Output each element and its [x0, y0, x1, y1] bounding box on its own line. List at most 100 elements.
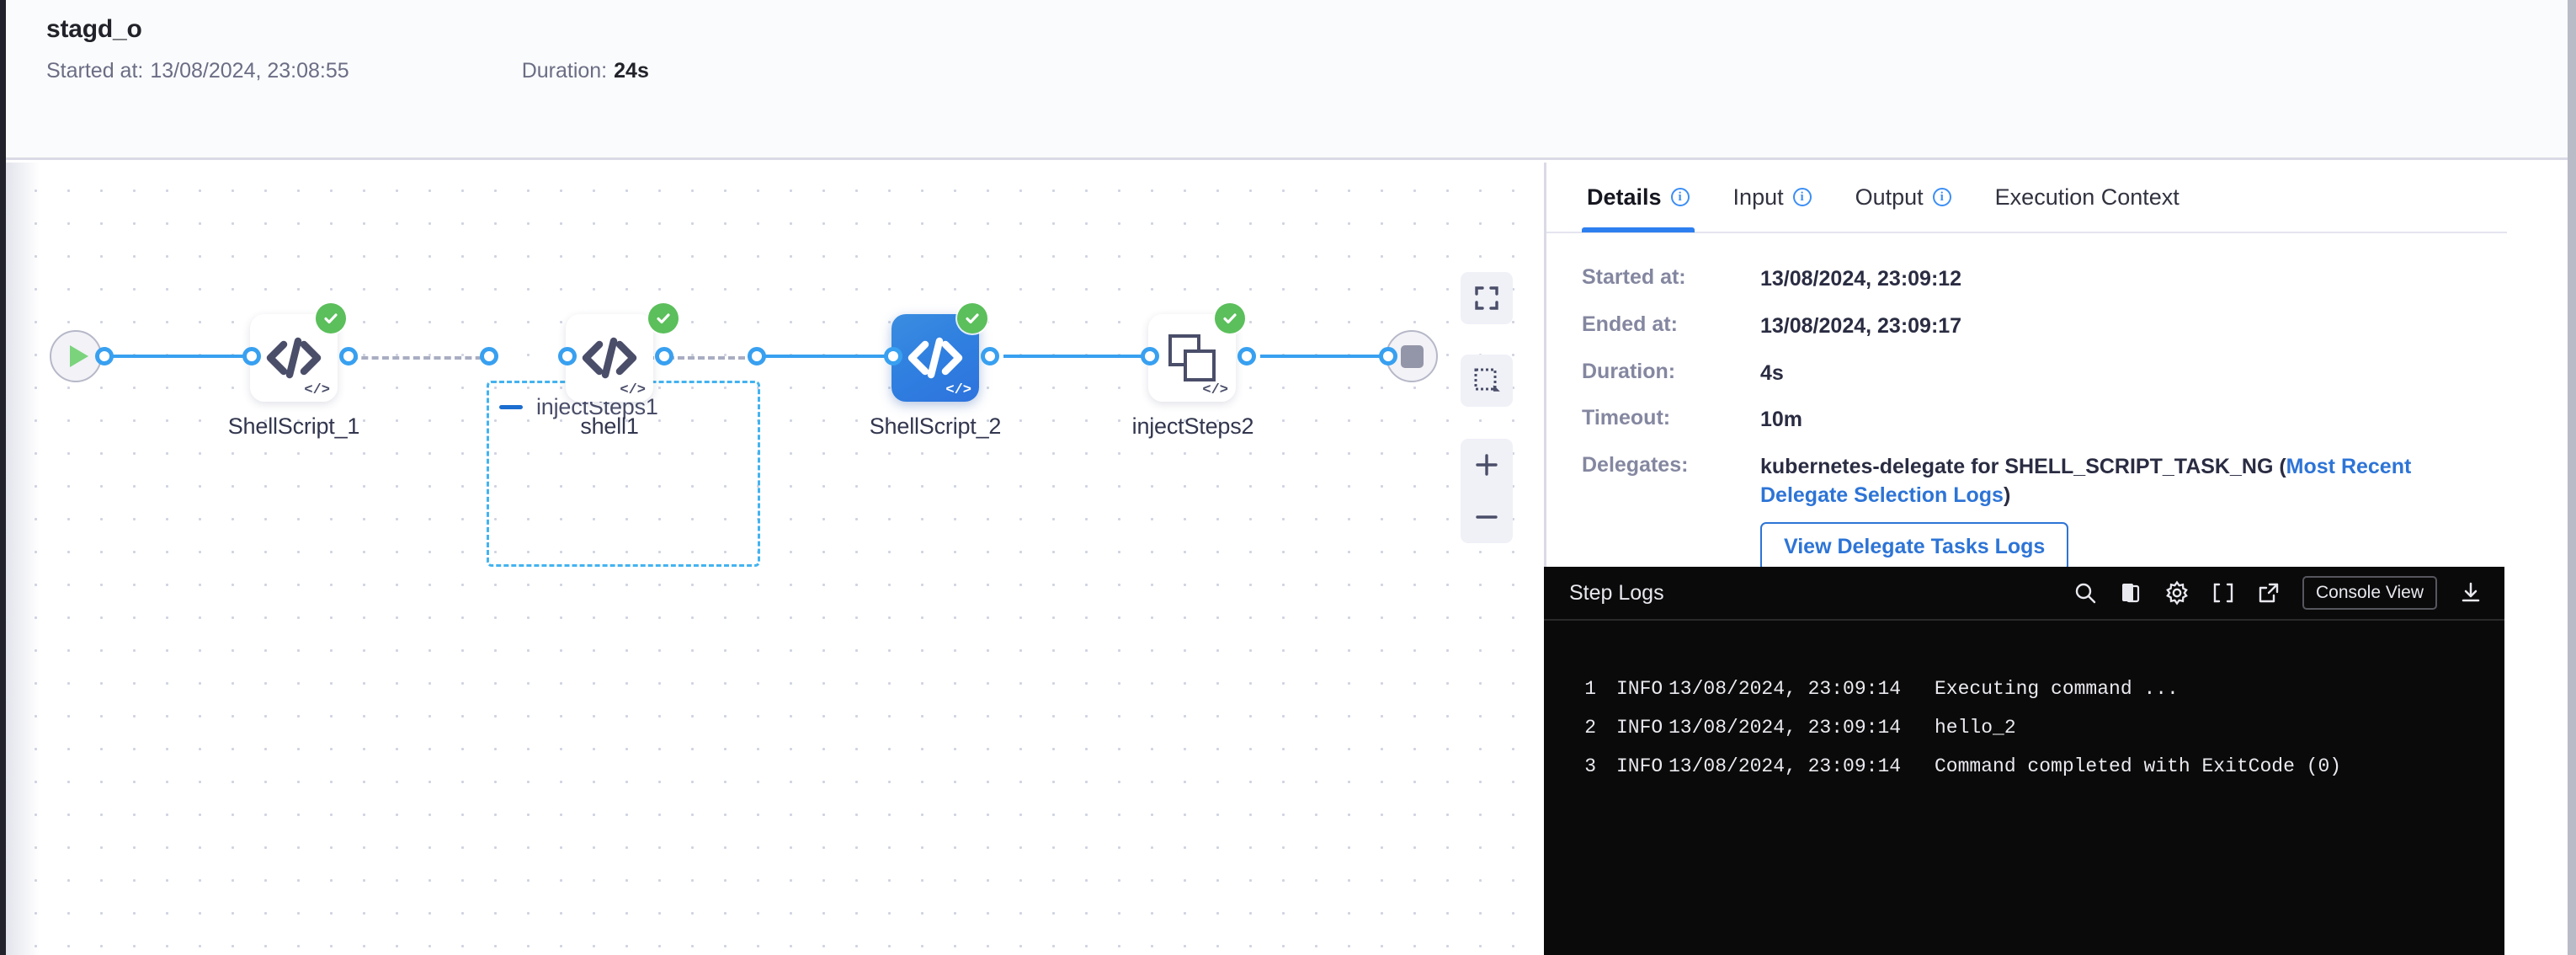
log-line-number: 1 [1567, 670, 1596, 708]
copy-icon[interactable] [2119, 581, 2142, 605]
detail-value: 13/08/2024, 23:09:12 [1760, 265, 1961, 294]
detail-value: 10m [1760, 406, 1802, 435]
check-icon [1221, 309, 1239, 328]
page-title: stagd_o [46, 15, 142, 44]
check-icon [654, 309, 673, 328]
detail-label: Timeout: [1582, 406, 1760, 435]
log-level: INFO [1596, 670, 1669, 708]
tab-execution-context-label: Execution Context [1995, 184, 2179, 211]
detail-value: 4s [1760, 360, 1784, 388]
log-output[interactable]: 1 INFO 13/08/2024, 23:09:14 Executing co… [1544, 621, 2504, 786]
external-link-icon[interactable] [2257, 581, 2281, 605]
port-end-in[interactable] [1379, 347, 1397, 365]
check-icon [322, 309, 340, 328]
log-timestamp: 13/08/2024, 23:09:14 [1669, 670, 1935, 708]
edge-shellscript2-to-injectsteps2 [1003, 355, 1148, 358]
plus-icon [1473, 451, 1500, 478]
info-icon[interactable]: i [1933, 188, 1951, 206]
canvas-left-shadow [6, 163, 40, 955]
log-timestamp: 13/08/2024, 23:09:14 [1669, 708, 1935, 747]
status-badge-injectsteps2 [1215, 303, 1245, 333]
header-meta: Started at: 13/08/2024, 23:08:55 Duratio… [46, 59, 649, 83]
stop-icon [1401, 345, 1424, 368]
detail-row-started-at: Started at: 13/08/2024, 23:09:12 [1582, 265, 2472, 294]
fullscreen-icon[interactable] [2211, 581, 2235, 605]
selection-box-button[interactable] [1461, 355, 1513, 407]
delegates-text-suffix: ) [2004, 483, 2010, 507]
zoom-in-button[interactable] [1461, 439, 1513, 491]
edge-start-to-shellscript1 [105, 355, 251, 358]
fit-screen-icon [1474, 285, 1499, 311]
detail-label: Ended at: [1582, 312, 1760, 341]
port-shell1-in[interactable] [558, 347, 577, 365]
execution-header: stagd_o Started at: 13/08/2024, 23:08:55… [6, 0, 2568, 160]
port-shellscript2-in[interactable] [884, 347, 902, 365]
port-injectsteps2-in[interactable] [1141, 347, 1159, 365]
tab-details-label: Details [1587, 184, 1662, 211]
detail-label: Duration: [1582, 360, 1760, 388]
view-delegate-tasks-logs-button[interactable]: View Delegate Tasks Logs [1760, 522, 2068, 572]
log-level: INFO [1596, 747, 1669, 786]
gear-icon[interactable] [2164, 580, 2190, 606]
tab-output[interactable]: Output i [1850, 162, 1956, 232]
started-at-meta: Started at: 13/08/2024, 23:08:55 [46, 59, 349, 83]
dashed-square-icon [1473, 367, 1500, 394]
log-message: Command completed with ExitCode (0) [1935, 747, 2341, 786]
node-shell1[interactable]: </> [566, 314, 653, 402]
zoom-controls[interactable] [1461, 439, 1513, 543]
minus-icon[interactable] [499, 405, 523, 409]
port-shellscript1-out[interactable] [339, 347, 358, 365]
minus-icon [1473, 504, 1500, 531]
console-view-button[interactable]: Console View [2302, 576, 2437, 610]
code-badge-icon: </> [304, 383, 330, 397]
tab-output-label: Output [1855, 184, 1924, 211]
step-logs-toolbar: Step Logs [1544, 567, 2504, 621]
log-line-number: 3 [1567, 747, 1596, 786]
check-icon [963, 309, 982, 328]
port-shell1-out[interactable] [655, 347, 673, 365]
tab-input[interactable]: Input i [1728, 162, 1817, 232]
pipeline-canvas[interactable]: injectSteps1 </> [6, 163, 1544, 955]
log-line: 3 INFO 13/08/2024, 23:09:14 Command comp… [1567, 747, 2504, 786]
node-label-shellscript-2: ShellScript_2 [860, 413, 1011, 440]
port-group-in[interactable] [480, 347, 498, 365]
detail-tabs: Details i Input i Output i Execution Con… [1546, 163, 2507, 233]
tab-execution-context[interactable]: Execution Context [1990, 162, 2185, 232]
port-injectsteps2-out[interactable] [1237, 347, 1256, 365]
port-shellscript1-in[interactable] [242, 347, 261, 365]
detail-row-delegates: Delegates: kubernetes-delegate for SHELL… [1582, 453, 2472, 572]
code-badge-icon: </> [620, 383, 646, 397]
port-shellscript2-out[interactable] [981, 347, 999, 365]
log-level: INFO [1596, 708, 1669, 747]
step-logs-title: Step Logs [1569, 581, 1664, 606]
detail-label: Delegates: [1582, 453, 1760, 572]
start-node[interactable] [50, 330, 102, 382]
fit-to-screen-button[interactable] [1461, 272, 1513, 324]
play-icon [70, 345, 88, 367]
code-icon-svg [263, 334, 324, 381]
window-scrollbar[interactable] [2568, 0, 2576, 955]
log-line: 2 INFO 13/08/2024, 23:09:14 hello_2 [1567, 708, 2504, 747]
port-group-out[interactable] [748, 347, 766, 365]
edge-shellscript1-to-group [351, 356, 492, 360]
group-squares-icon-svg [1166, 332, 1218, 384]
tab-details[interactable]: Details i [1582, 162, 1695, 232]
delegates-value: kubernetes-delegate for SHELL_SCRIPT_TAS… [1760, 453, 2472, 510]
log-message: Executing command ... [1935, 670, 2179, 708]
status-badge-shellscript-2 [957, 303, 987, 333]
tab-input-label: Input [1733, 184, 1784, 211]
log-message: hello_2 [1935, 708, 2016, 747]
info-icon[interactable]: i [1671, 188, 1690, 206]
info-icon[interactable]: i [1793, 188, 1812, 206]
details-list: Started at: 13/08/2024, 23:09:12 Ended a… [1546, 233, 2507, 590]
code-badge-icon: </> [945, 383, 971, 397]
search-icon[interactable] [2073, 581, 2097, 605]
code-icon-svg [905, 334, 966, 381]
node-label-shellscript-1: ShellScript_1 [218, 413, 370, 440]
delegates-text-prefix: kubernetes-delegate for SHELL_SCRIPT_TAS… [1760, 455, 2286, 478]
port-start-out[interactable] [95, 347, 114, 365]
download-icon[interactable] [2459, 581, 2483, 605]
log-line: 1 INFO 13/08/2024, 23:09:14 Executing co… [1567, 670, 2504, 708]
zoom-out-button[interactable] [1461, 491, 1513, 543]
